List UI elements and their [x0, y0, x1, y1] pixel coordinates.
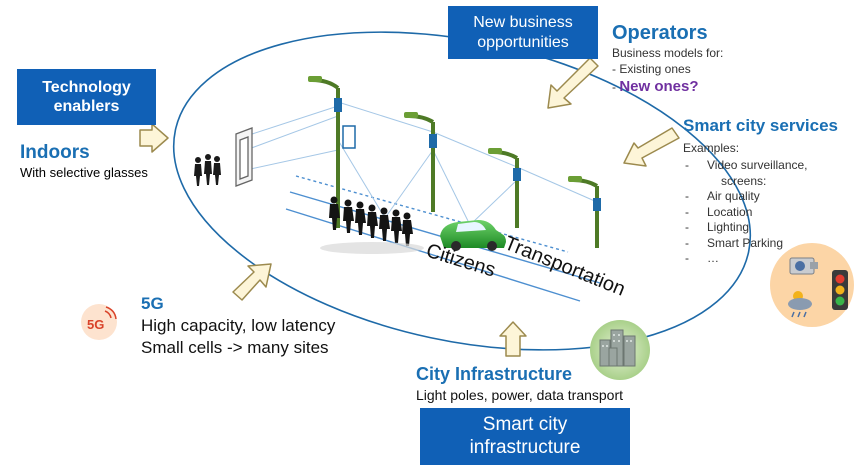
- arrow-5g: [232, 263, 272, 301]
- operators-existing: - Existing ones: [612, 62, 691, 76]
- operators-new-ones: New ones?: [619, 78, 699, 95]
- operators-title: Operators: [612, 22, 708, 44]
- street-light: [568, 176, 601, 248]
- list-item: Location: [683, 205, 838, 221]
- traffic-light-icon: [832, 270, 848, 310]
- 5g-title: 5G: [141, 294, 164, 313]
- indoor-people: [194, 154, 221, 186]
- arrow-technology: [139, 123, 169, 153]
- list-item: Air quality: [683, 189, 838, 205]
- street-light: [404, 112, 437, 212]
- operators-new-prefix: -: [612, 80, 620, 94]
- arrow-smart-services: [623, 127, 680, 167]
- 5g-line-2: Small cells -> many sites: [141, 338, 329, 357]
- 5g-line-1: High capacity, low latency: [141, 316, 336, 335]
- arrows: [139, 57, 680, 357]
- citizens-crowd: [329, 196, 413, 246]
- operators-new-line: - New ones?: [612, 78, 723, 96]
- smart-city-infrastructure-label: Smart city infrastructure: [469, 413, 581, 458]
- street-lights: [308, 76, 601, 248]
- city-infrastructure-title: City Infrastructure: [416, 364, 573, 384]
- arrow-city-infra: [499, 321, 527, 357]
- pole-connection-lines: [245, 101, 598, 226]
- smart-services-examples-label: Examples:: [683, 141, 740, 155]
- smart-city-infrastructure-box: Smart city infrastructure: [420, 408, 630, 465]
- technology-enablers-box: Technology enablers: [17, 69, 156, 125]
- indoors-title: Indoors: [20, 142, 90, 163]
- transportation-label: Transportation: [501, 232, 628, 300]
- smart-services-list: Video surveillance, screens: Air quality…: [683, 158, 838, 267]
- city-infrastructure-section: City Infrastructure Light poles, power, …: [416, 364, 623, 403]
- car: [440, 220, 506, 251]
- 5g-badge-text: 5G: [87, 317, 104, 332]
- list-item: …: [683, 251, 838, 267]
- list-item: Smart Parking: [683, 236, 838, 252]
- city-infrastructure-subtitle: Light poles, power, data transport: [416, 387, 624, 403]
- new-business-box: New business opportunities: [448, 6, 598, 59]
- weather-icon: [788, 291, 812, 318]
- building-door: [235, 127, 253, 187]
- technology-enablers-label: Technology enablers: [42, 78, 131, 115]
- 5g-icon: 5G: [81, 304, 117, 340]
- indoors-subtitle: With selective glasses: [20, 165, 148, 180]
- smart-services-section: Smart city services Examples: Video surv…: [683, 116, 838, 267]
- citizens-shadow: [320, 242, 424, 254]
- arrow-new-business: [547, 57, 599, 109]
- street-light: [308, 76, 356, 228]
- list-item-text: Video surveillance,: [707, 158, 808, 172]
- list-item-continuation: screens:: [721, 173, 767, 188]
- list-item: Video surveillance, screens:: [683, 158, 838, 189]
- street-light: [488, 148, 521, 228]
- operators-section: Operators Business models for: - Existin…: [612, 22, 723, 96]
- new-business-label: New business opportunities: [473, 14, 573, 51]
- 5g-section: 5G High capacity, low latency Small cell…: [141, 294, 335, 358]
- indoors-section: Indoors With selective glasses: [20, 142, 148, 180]
- city-buildings-icon: [590, 320, 650, 380]
- operators-intro: Business models for:: [612, 46, 724, 60]
- smart-services-title: Smart city services: [683, 116, 838, 135]
- list-item: Lighting: [683, 220, 838, 236]
